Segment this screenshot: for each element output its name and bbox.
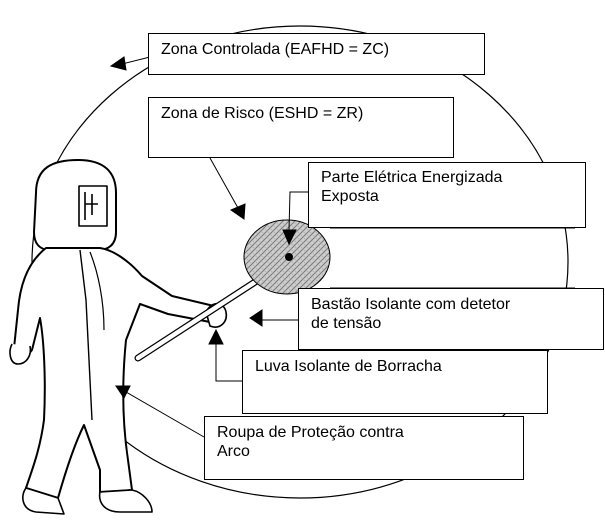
label-energized-part: Parte Elétrica Energizada Exposta	[308, 162, 586, 228]
arrow-head-icon	[229, 203, 246, 220]
arrow-head-icon	[208, 328, 224, 345]
arrow-head-icon	[282, 229, 297, 246]
label-arc-protection-clothing: Roupa de Proteção contra Arco	[204, 416, 524, 480]
worker-figure	[9, 159, 228, 515]
label-controlled-zone: Zona Controlada (EAFHD = ZC)	[148, 33, 485, 75]
label-risk-zone: Zona de Risco (ESHD = ZR)	[148, 97, 454, 158]
arrow-head-icon	[115, 385, 131, 399]
arrow-head-icon	[249, 309, 263, 327]
label-insulating-stick: Bastão Isolante com detetor de tensão	[298, 288, 604, 350]
label-rubber-glove: Luva Isolante de Borracha	[242, 350, 548, 414]
arrow-head-icon	[109, 56, 127, 71]
